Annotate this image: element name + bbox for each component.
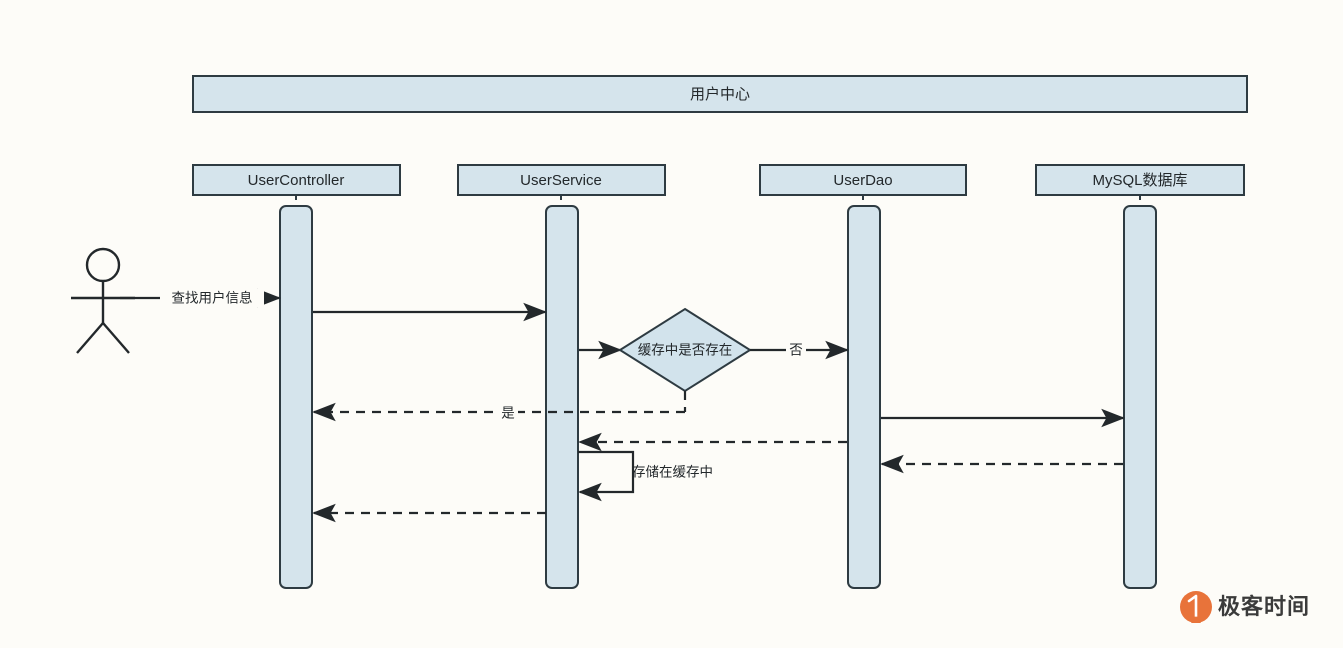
message-store-in-cache-selfcall: 存储在缓存中 [578, 450, 713, 502]
decision-label: 缓存中是否存在 [638, 343, 733, 358]
participant-label-mysql: MySQL数据库 [1092, 172, 1187, 189]
participant-userservice[interactable]: UserService [457, 164, 666, 589]
activation-bar-userdao [847, 205, 881, 589]
message-label-store-in-cache: 存储在缓存中 [632, 465, 713, 480]
diagram-title: 用户中心 [690, 86, 750, 103]
message-decision-yes-to-controller: 是 [312, 391, 687, 422]
diagram-title-banner: 用户中心 [192, 75, 1248, 113]
participant-mysql[interactable]: MySQL数据库 [1035, 164, 1245, 589]
activation-bar-mysql [1123, 205, 1157, 589]
participant-label-userdao: UserDao [833, 172, 892, 189]
message-find-user-info: 查找用户信息 [120, 288, 281, 308]
activation-bar-userservice [545, 205, 579, 589]
actor-stick-figure [71, 247, 135, 354]
watermark-label: 极客时间 [1218, 594, 1310, 619]
participant-label-userservice: UserService [520, 172, 602, 189]
decision-cache-exists[interactable]: 缓存中是否存在 [618, 307, 752, 393]
participant-userdao[interactable]: UserDao [759, 164, 967, 589]
participant-usercontroller[interactable]: UserController [192, 164, 401, 589]
branch-label-yes: 是 [501, 406, 515, 421]
branch-label-no: 否 [789, 343, 803, 358]
watermark-geektime: 极客时间 [1180, 591, 1310, 623]
message-decision-no-to-userdao: 否 [750, 340, 849, 360]
activation-bar-usercontroller [279, 205, 313, 589]
participant-label-usercontroller: UserController [248, 172, 345, 189]
message-label-find-user-info: 查找用户信息 [172, 290, 253, 306]
